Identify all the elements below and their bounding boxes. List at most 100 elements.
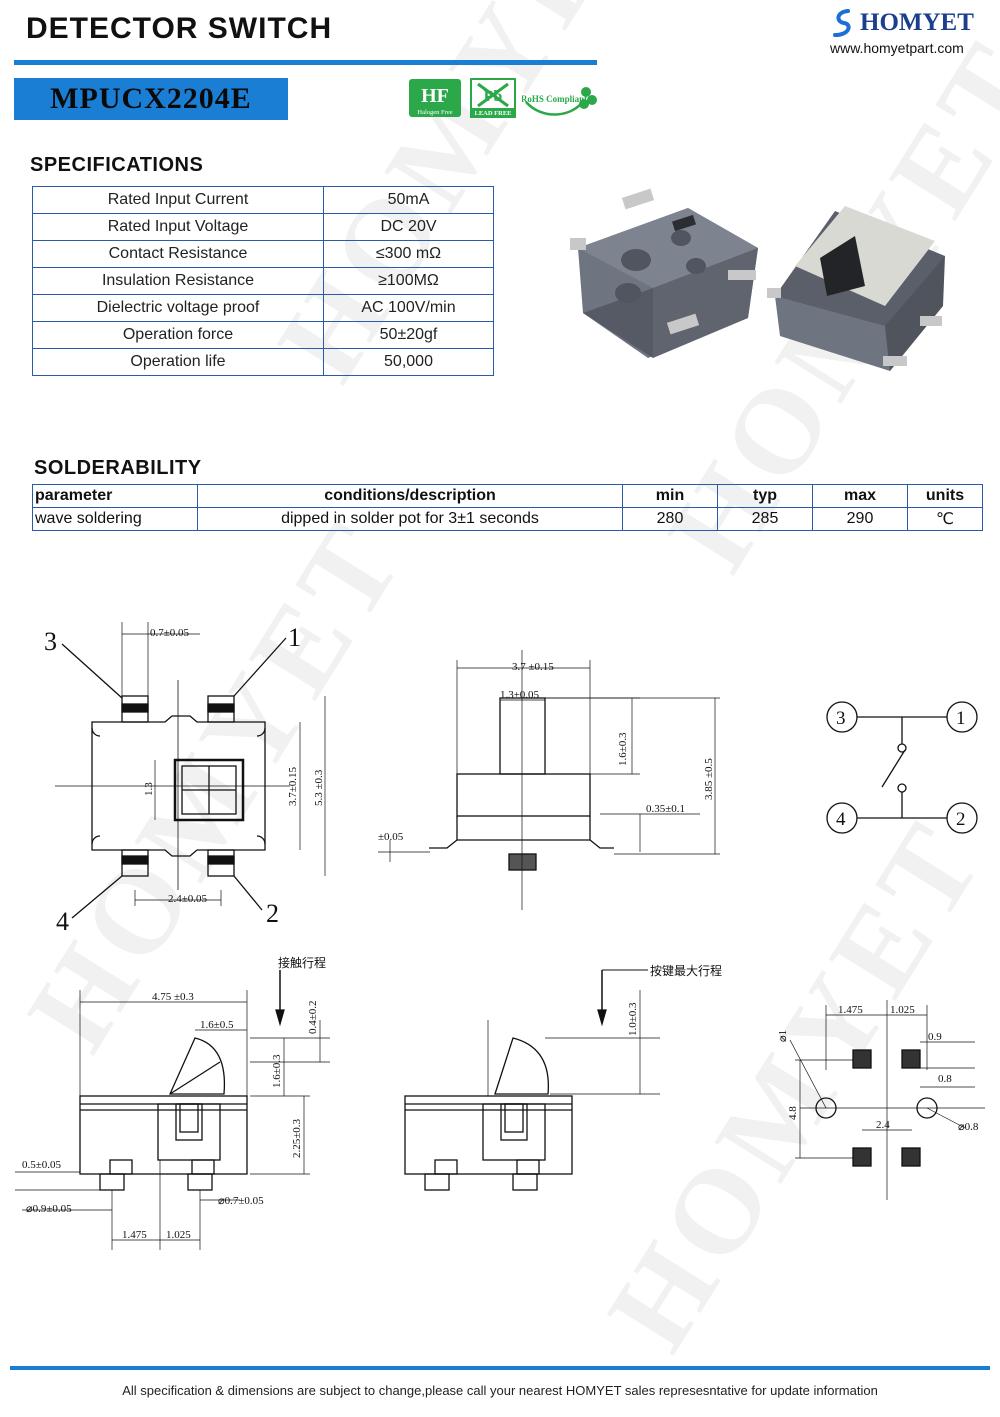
lead-free-badge: Pb LEAD FREE xyxy=(470,78,516,118)
svg-text:HF: HF xyxy=(421,85,449,107)
halogen-free-badge: HF Halogen Free xyxy=(408,78,462,118)
spec-name: Rated Input Voltage xyxy=(32,213,324,241)
header-divider xyxy=(14,60,597,65)
spec-name: Dielectric voltage proof xyxy=(32,294,324,322)
spec-value: ≥100MΩ xyxy=(323,267,494,295)
specifications-title: SPECIFICATIONS xyxy=(30,154,204,176)
top-dim-2: 1.3 xyxy=(143,782,155,796)
brand-name: HOMYET xyxy=(860,9,974,36)
brand-block: HOMYET www.homyetpart.com xyxy=(830,8,990,56)
header-conditions: conditions/description xyxy=(197,484,623,508)
spec-name: Rated Input Current xyxy=(32,186,324,214)
cell-typ: 285 xyxy=(717,507,813,531)
top-dim-5: 2.4±0.05 xyxy=(168,893,208,905)
spec-value: 50,000 xyxy=(323,348,494,376)
pcb-dim-6: 4.8 xyxy=(787,1106,799,1120)
front-dim-7: ⌀0.9±0.05 xyxy=(26,1203,72,1215)
side-dim-3: 1.6±0.3 xyxy=(617,732,629,766)
schematic-node-1: 1 xyxy=(956,708,966,729)
rohs-compliant-icon: RoHS Compliant xyxy=(521,87,597,116)
top-dim-1: 0.7±0.05 xyxy=(150,627,190,639)
brand-url: www.homyetpart.com xyxy=(830,40,964,56)
spec-name: Operation force xyxy=(32,321,324,349)
contact-travel-note: 接触行程 xyxy=(278,955,326,970)
brand-swirl-icon xyxy=(833,9,851,37)
solderability-title: SOLDERABILITY xyxy=(34,457,202,479)
front-dim-5: 2.25±0.3 xyxy=(291,1118,303,1158)
cell-units: ℃ xyxy=(907,507,983,531)
cell-max: 290 xyxy=(812,507,908,531)
header-parameter: parameter xyxy=(32,484,198,508)
front-view-drawing xyxy=(15,970,330,1250)
footer-divider xyxy=(10,1366,990,1370)
halogen-free-icon: HF Halogen Free xyxy=(409,79,461,117)
lead-free-icon: Pb LEAD FREE xyxy=(470,78,516,118)
spec-name: Contact Resistance xyxy=(32,240,324,268)
solderability-table: parameter conditions/description min typ… xyxy=(32,484,983,531)
side-dim-1: 3.7 ±0.15 xyxy=(512,661,554,673)
pcb-layout-drawing xyxy=(789,1000,985,1200)
pcb-dim-7: 2.4 xyxy=(876,1119,890,1131)
product-photo-bottom xyxy=(570,188,758,358)
solderability-header-row: parameter conditions/description min typ… xyxy=(32,484,983,508)
header-typ: typ xyxy=(717,484,813,508)
header-min: min xyxy=(622,484,718,508)
pin-label-2: 2 xyxy=(266,899,279,928)
pcb-dim-8: ⌀0.8 xyxy=(958,1121,979,1133)
front-dim-8: ⌀0.7±0.05 xyxy=(218,1195,264,1207)
svg-text:RoHS Compliant: RoHS Compliant xyxy=(522,94,587,104)
pcb-dim-4: 0.9 xyxy=(928,1031,942,1043)
pcb-dim-5: 0.8 xyxy=(938,1073,952,1085)
spec-name: Insulation Resistance xyxy=(32,267,324,295)
spec-value: DC 20V xyxy=(323,213,494,241)
pin-label-3: 3 xyxy=(44,627,57,656)
cell-parameter: wave soldering xyxy=(32,507,198,531)
product-photo-top xyxy=(767,206,945,371)
front-dim-2: 1.6±0.5 xyxy=(200,1019,234,1031)
max-travel-note: 按键最大行程 xyxy=(650,963,722,978)
spec-value: 50±20gf xyxy=(323,321,494,349)
schematic-node-2: 2 xyxy=(956,809,966,830)
spec-value: AC 100V/min xyxy=(323,294,494,322)
spec-row: Insulation Resistance≥100MΩ xyxy=(32,267,494,295)
switch-schematic xyxy=(826,701,978,834)
header-max: max xyxy=(812,484,908,508)
footer-disclaimer: All specification & dimensions are subje… xyxy=(122,1383,878,1398)
pin-label-1: 1 xyxy=(288,623,301,652)
pin-label-4: 4 xyxy=(56,907,69,936)
page-title: DETECTOR SWITCH xyxy=(26,12,333,45)
solderability-row: wave soldering dipped in solder pot for … xyxy=(32,507,983,531)
brand-logo: HOMYET xyxy=(830,8,990,38)
svg-text:Halogen Free: Halogen Free xyxy=(417,109,452,116)
spec-value: 50mA xyxy=(323,186,494,214)
pcb-dim-1: 1.475 xyxy=(838,1004,863,1016)
pcb-dim-2: 1.025 xyxy=(890,1004,915,1016)
front-dim-1: 4.75 ±0.3 xyxy=(152,991,194,1003)
side-dim-5: 0.35±0.1 xyxy=(646,803,685,815)
side-dim-4: 3.85 ±0.5 xyxy=(703,758,715,800)
schematic-node-4: 4 xyxy=(836,809,846,830)
side-dim-6: ±0.05 xyxy=(378,831,404,843)
front-dim-9: 1.475 xyxy=(122,1229,147,1241)
cell-min: 280 xyxy=(622,507,718,531)
spec-row: Contact Resistance≤300 mΩ xyxy=(32,240,494,268)
spec-value: ≤300 mΩ xyxy=(323,240,494,268)
header-units: units xyxy=(907,484,983,508)
front-dim-6: 0.5±0.05 xyxy=(22,1159,62,1171)
svg-text:LEAD FREE: LEAD FREE xyxy=(474,110,511,117)
side-view-drawing xyxy=(378,650,720,910)
front-dim-4: 1.6±0.3 xyxy=(271,1054,283,1088)
side-dim-2: 1.3±0.05 xyxy=(500,689,540,701)
model-number: MPUCX2204E xyxy=(14,78,288,120)
front2-dim-1: 1.0±0.3 xyxy=(627,1002,639,1036)
cell-conditions: dipped in solder pot for 3±1 seconds xyxy=(197,507,623,531)
top-dim-4: 5.3 ±0.3 xyxy=(313,769,325,806)
pcb-dim-3: ⌀1 xyxy=(777,1030,789,1042)
dimension-drawings: 3 1 4 2 0.7±0.05 1.3 3.7±0.15 5.3 ±0.3 2… xyxy=(15,622,985,1250)
